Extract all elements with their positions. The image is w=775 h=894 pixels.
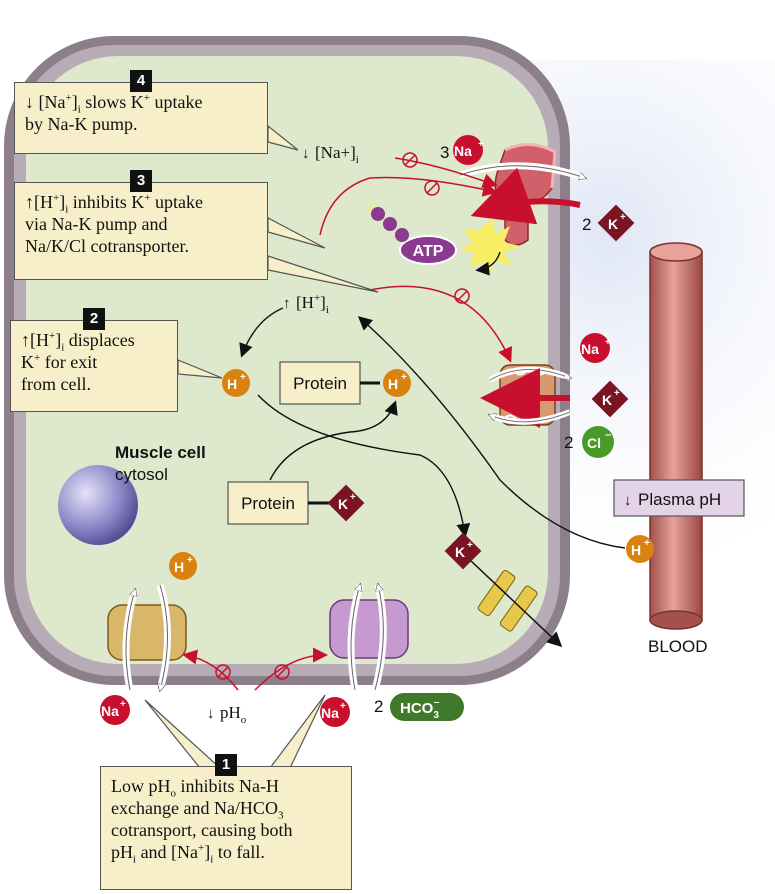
blood-vessel <box>649 242 703 630</box>
k-ion-cotransporter: K + <box>591 380 629 418</box>
h-i-to-h-arrow <box>239 307 284 358</box>
h-ion-cytosol: H + <box>222 369 250 397</box>
svg-text:K: K <box>608 216 618 232</box>
pho-label: pHo <box>220 703 247 726</box>
svg-text:+: + <box>644 538 650 549</box>
organelle-sphere <box>58 465 138 545</box>
h-i-label: [H+]i <box>296 292 329 316</box>
na-ion-exchanger: Na + <box>100 695 130 725</box>
protein-box-h <box>279 361 361 405</box>
callout-1: 1 Low pHo inhibits Na-H exchange and Na/… <box>100 754 352 890</box>
plasma-ph-label: Plasma pH <box>638 490 721 509</box>
svg-text:Na: Na <box>454 143 472 159</box>
k-channel <box>477 570 538 632</box>
cl-ion: Cl – <box>582 426 614 458</box>
svg-text:+: + <box>240 372 246 383</box>
stoich-2-hco3: 2 <box>374 697 383 716</box>
callout-1-number: 1 <box>215 754 237 776</box>
svg-text:+: + <box>401 372 407 383</box>
na-i-down-icon: ↓ <box>302 145 310 162</box>
na-ion-hco3: Na + <box>320 697 350 727</box>
plasma-h-into-cell-arrow <box>357 316 626 549</box>
na-i-to-pump-arrow <box>394 157 498 188</box>
svg-text:+: + <box>620 212 626 223</box>
svg-text:H: H <box>174 559 184 575</box>
svg-text:Na: Na <box>581 341 599 357</box>
stoich-3-na: 3 <box>440 143 449 162</box>
k-ion-exit: K + <box>444 532 482 570</box>
callout-2-pointer <box>177 359 223 379</box>
h-i-up-icon: ↑ <box>283 295 291 312</box>
pho-to-na-h-arrow <box>182 649 239 691</box>
atp-label: ATP <box>413 243 444 260</box>
protein-to-h-arrow <box>269 400 398 481</box>
hco3-ion: HCO3– <box>390 693 464 721</box>
svg-text:Na: Na <box>321 705 339 721</box>
cytosol-label: cytosol <box>115 465 168 484</box>
svg-text:Cl: Cl <box>587 435 601 451</box>
callout-4-down-icon: ↓ <box>25 92 34 112</box>
h-ion-protein: H + <box>383 369 411 397</box>
svg-text:K: K <box>602 392 612 408</box>
callout-2: 2 ↑[H+]i displaces K+ for exit from cell… <box>10 308 178 412</box>
svg-text:–: – <box>605 429 611 441</box>
muscle-cell-label: Muscle cell <box>115 443 206 462</box>
svg-text:H: H <box>227 376 237 392</box>
plasma-ph-down-icon: ↓ <box>624 492 632 509</box>
na-ion-cotransporter: Na + <box>580 333 611 363</box>
protein-label-k: Protein <box>241 494 295 513</box>
callout-4-number: 4 <box>130 70 152 92</box>
svg-text:H: H <box>631 542 641 558</box>
blood-label: BLOOD <box>648 637 708 656</box>
callout-3-pointer <box>267 217 326 249</box>
svg-text:+: + <box>478 139 484 150</box>
callout-2-number: 2 <box>83 308 105 330</box>
callout-2-up-icon: ↑ <box>21 330 30 350</box>
callout-3-number: 3 <box>130 170 152 192</box>
svg-text:H: H <box>388 376 398 392</box>
h-ion-exchanger: H + <box>169 552 197 580</box>
callout-3: 3 ↑[H+]i inhibits K+ uptake via Na-K pum… <box>14 170 268 280</box>
inhibition-symbol <box>215 152 470 680</box>
plasma-ph-box <box>613 479 745 517</box>
svg-text:+: + <box>340 701 346 712</box>
na-h-exchanger <box>107 604 187 661</box>
stoich-2-k: 2 <box>582 215 591 234</box>
k-exit-arrow <box>469 559 563 648</box>
svg-text:Na: Na <box>101 703 119 719</box>
h-i-to-pump-arrow <box>319 176 498 236</box>
k-ion-protein: K + <box>327 484 365 522</box>
pho-down-icon: ↓ <box>207 705 215 722</box>
na-i-label: [Na+]i <box>315 143 359 166</box>
svg-text:K: K <box>455 544 465 560</box>
atp-molecule <box>365 200 520 274</box>
svg-text:+: + <box>467 540 473 551</box>
na-hco3-cotransporter <box>329 599 409 659</box>
pho-to-na-hco3-arrow <box>254 647 328 691</box>
na-ion-pump: Na + <box>453 135 484 165</box>
callout-1-pointer-b <box>268 694 326 769</box>
callout-3-up-icon: ↑ <box>25 192 34 212</box>
stoich-2-cl: 2 <box>564 433 573 452</box>
svg-text:+: + <box>614 388 620 399</box>
protein-label-h: Protein <box>293 374 347 393</box>
callout-4: 4 ↓ [Na+]i slows K+ uptake by Na-K pump. <box>14 70 268 154</box>
svg-text:K: K <box>338 496 348 512</box>
h-displace-k-arrow <box>257 394 471 538</box>
svg-text:HCO3–: HCO3– <box>400 697 440 721</box>
k-ion-pump: K + <box>597 204 635 242</box>
h-ion-plasma: H + <box>626 535 654 563</box>
protein-box-k <box>227 481 309 525</box>
svg-text:+: + <box>120 699 126 710</box>
svg-text:+: + <box>605 337 611 348</box>
svg-text:+: + <box>187 555 193 566</box>
callout-3-pointer-b <box>267 255 379 293</box>
callout-4-pointer <box>267 124 299 151</box>
svg-text:+: + <box>350 492 356 503</box>
pump-k-uptake-arrow <box>470 167 581 225</box>
